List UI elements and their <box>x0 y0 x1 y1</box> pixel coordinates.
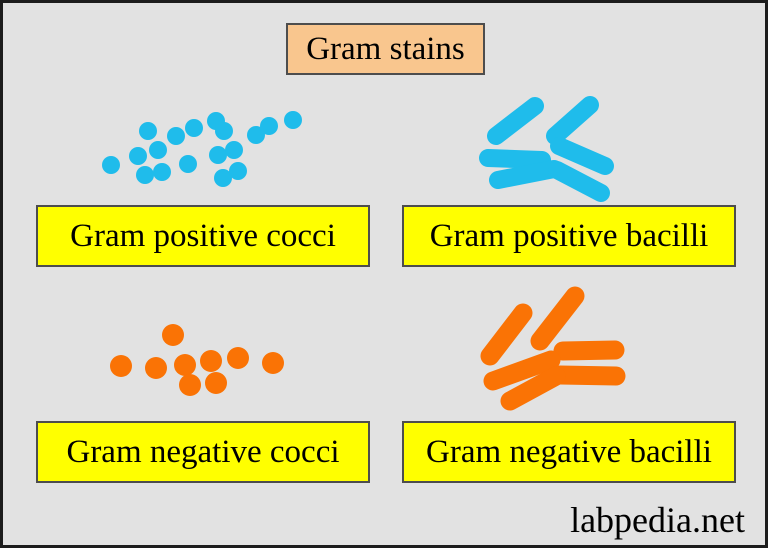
gram-negative-bacilli-cell <box>553 340 625 361</box>
gram-positive-cocci-cell <box>136 166 154 184</box>
gram-negative-bacilli-cell <box>480 303 533 366</box>
diagram-canvas <box>102 96 626 411</box>
gram-negative-cocci-cell <box>110 355 132 377</box>
gram-negative-cocci-cell <box>179 374 201 396</box>
gram-positive-cocci-cell <box>260 117 278 135</box>
gram-positive-cocci-cell <box>153 163 171 181</box>
title-box: Gram stains <box>286 23 485 75</box>
label-gram-negative-cocci: Gram negative cocci <box>36 421 370 483</box>
label-text: Gram positive bacilli <box>429 217 709 254</box>
gram-positive-cocci-cell <box>102 156 120 174</box>
gram-positive-cocci-cell <box>167 127 185 145</box>
gram-positive-cocci-cluster <box>102 111 302 187</box>
gram-negative-cocci-cell <box>262 352 284 374</box>
gram-negative-bacilli-cell <box>550 365 626 386</box>
gram-positive-cocci-cell <box>179 155 197 173</box>
gram-negative-cocci-cluster <box>110 324 284 396</box>
gram-negative-bacilli-cluster <box>480 286 626 411</box>
label-text: Gram negative bacilli <box>426 433 712 470</box>
gram-positive-cocci-cell <box>149 141 167 159</box>
gram-positive-cocci-cell <box>229 162 247 180</box>
gram-negative-bacilli-cell <box>500 366 566 411</box>
gram-positive-cocci-cell <box>247 126 265 144</box>
gram-positive-cocci-cell <box>214 169 232 187</box>
page-title: Gram stains <box>306 30 465 67</box>
gram-negative-bacilli-cell <box>483 350 561 391</box>
gram-negative-cocci-cell <box>227 347 249 369</box>
gram-positive-cocci-cell <box>284 111 302 129</box>
gram-positive-cocci-cell <box>215 122 233 140</box>
gram-positive-bacilli-cell <box>479 149 551 169</box>
gram-negative-cocci-cell <box>205 372 227 394</box>
gram-negative-bacilli-cell <box>530 286 585 351</box>
gram-positive-cocci-cell <box>185 119 203 137</box>
gram-positive-cocci-cell <box>225 141 243 159</box>
gram-negative-cocci-cell <box>200 350 222 372</box>
label-text: Gram positive cocci <box>70 217 336 254</box>
gram-positive-bacilli-cell <box>487 97 544 145</box>
gram-positive-cocci-cell <box>209 146 227 164</box>
label-gram-positive-bacilli: Gram positive bacilli <box>402 205 736 267</box>
label-gram-positive-cocci: Gram positive cocci <box>36 205 370 267</box>
gram-positive-bacilli-cell <box>548 161 610 202</box>
gram-positive-cocci-cell <box>129 147 147 165</box>
gram-positive-bacilli-cell <box>546 96 599 145</box>
gram-negative-cocci-cell <box>145 357 167 379</box>
label-text: Gram negative cocci <box>66 433 340 470</box>
gram-negative-cocci-cell <box>162 324 184 346</box>
gram-positive-bacilli-cell <box>550 137 614 175</box>
watermark: labpedia.net <box>570 500 745 541</box>
label-gram-negative-bacilli: Gram negative bacilli <box>402 421 736 483</box>
gram-positive-bacilli-cluster <box>479 96 614 202</box>
gram-positive-cocci-cell <box>139 122 157 140</box>
gram-positive-bacilli-cell <box>489 160 563 189</box>
gram-negative-cocci-cell <box>174 354 196 376</box>
